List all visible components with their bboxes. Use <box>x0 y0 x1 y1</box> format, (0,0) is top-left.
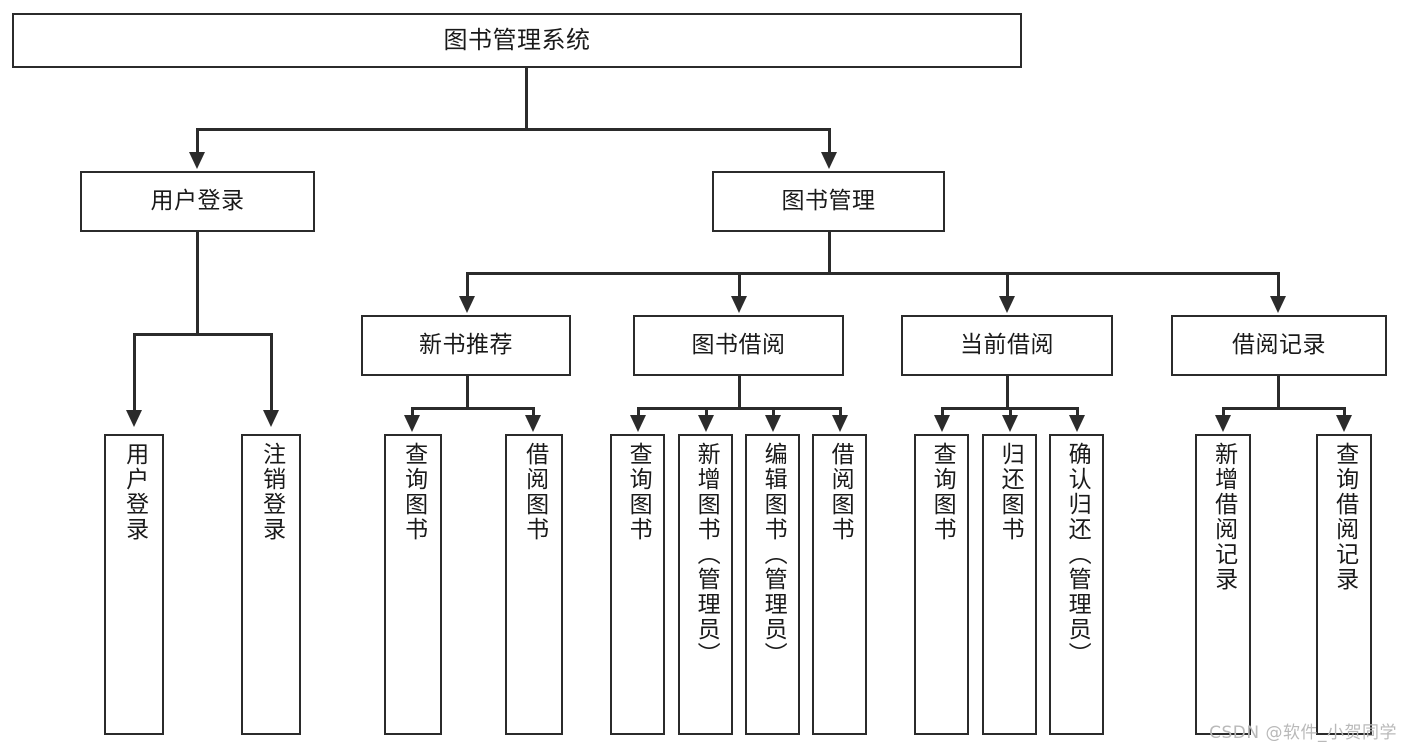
connector-root-bus <box>196 128 830 131</box>
arrowhead-cb-leaf-2 <box>1002 415 1018 432</box>
connector-to-current-borrow <box>1006 272 1009 298</box>
node-label: 借阅图书 <box>827 442 854 542</box>
leaf-br-query-record[interactable]: 查询借阅记录 <box>1316 434 1372 735</box>
node-book-management[interactable]: 图书管理 <box>712 171 945 232</box>
node-label: 新增图书（管理员） <box>693 442 720 667</box>
connector-current-borrow-stem <box>1006 376 1009 407</box>
node-label: 图书借阅 <box>691 331 786 358</box>
connector-to-borrow-record <box>1277 272 1280 298</box>
connector-user-login-bus <box>133 333 273 336</box>
leaf-cb-return-book[interactable]: 归还图书 <box>982 434 1037 735</box>
node-root-system[interactable]: 图书管理系统 <box>12 13 1022 68</box>
leaf-br-add-record[interactable]: 新增借阅记录 <box>1195 434 1251 735</box>
node-borrow-record[interactable]: 借阅记录 <box>1171 315 1387 376</box>
node-label: 新书推荐 <box>419 331 513 358</box>
connector-cb-leaf-3 <box>1076 407 1079 419</box>
arrowhead-cb-leaf-3 <box>1069 415 1085 432</box>
arrowhead-leaf-user-login <box>126 410 142 427</box>
leaf-bb-edit-book-admin[interactable]: 编辑图书（管理员） <box>745 434 800 735</box>
node-label: 确认归还（管理员） <box>1064 442 1091 667</box>
connector-book-manage-bus <box>466 272 1277 275</box>
node-label: 注销登录 <box>258 442 285 542</box>
connector-bb-leaf-4 <box>839 407 842 419</box>
arrowhead-current-borrow <box>999 296 1015 313</box>
arrowhead-bb-leaf-2 <box>698 415 714 432</box>
node-label: 查询图书 <box>929 442 956 542</box>
leaf-bb-borrow-book[interactable]: 借阅图书 <box>812 434 867 735</box>
node-label: 图书管理系统 <box>443 26 591 55</box>
connector-user-login-leaf-1 <box>133 333 136 414</box>
node-new-book-recommend[interactable]: 新书推荐 <box>361 315 571 376</box>
arrowhead-borrow-record <box>1270 296 1286 313</box>
leaf-user-login[interactable]: 用户登录 <box>104 434 164 735</box>
connector-cb-leaf-1 <box>941 407 944 419</box>
arrowhead-bb-leaf-1 <box>630 415 646 432</box>
node-label: 借阅图书 <box>521 442 548 542</box>
leaf-cb-confirm-return-admin[interactable]: 确认归还（管理员） <box>1049 434 1104 735</box>
connector-book-borrow-stem <box>738 376 741 407</box>
leaf-nb-borrow-book[interactable]: 借阅图书 <box>505 434 563 735</box>
arrowhead-book-borrow <box>731 296 747 313</box>
arrowhead-leaf-logout <box>263 410 279 427</box>
arrowhead-bb-leaf-4 <box>832 415 848 432</box>
arrowhead-nb-leaf-2 <box>525 415 541 432</box>
node-label: 查询图书 <box>400 442 427 542</box>
connector-cb-leaf-2 <box>1009 407 1012 419</box>
node-label: 编辑图书（管理员） <box>760 442 787 667</box>
node-label: 查询借阅记录 <box>1331 442 1358 592</box>
leaf-cb-query-book[interactable]: 查询图书 <box>914 434 969 735</box>
connector-br-leaf-1 <box>1222 407 1225 419</box>
node-label: 用户登录 <box>150 187 245 214</box>
connector-to-book-borrow <box>738 272 741 298</box>
node-label: 当前借阅 <box>960 331 1054 358</box>
connector-br-leaf-2 <box>1343 407 1346 419</box>
connector-new-book-leaf-2 <box>532 407 535 419</box>
arrowhead-br-leaf-1 <box>1215 415 1231 432</box>
connector-borrow-record-stem <box>1277 376 1280 407</box>
arrowhead-br-leaf-2 <box>1336 415 1352 432</box>
node-label: 借阅记录 <box>1232 331 1326 358</box>
node-label: 用户登录 <box>121 442 148 542</box>
connector-book-borrow-bus <box>637 407 842 410</box>
arrowhead-bb-leaf-3 <box>765 415 781 432</box>
node-label: 归还图书 <box>997 442 1024 542</box>
node-label: 查询图书 <box>625 442 652 542</box>
connector-new-book-bus <box>411 407 535 410</box>
arrowhead-user-login <box>189 152 205 169</box>
leaf-nb-query-book[interactable]: 查询图书 <box>384 434 442 735</box>
node-book-borrow[interactable]: 图书借阅 <box>633 315 844 376</box>
arrowhead-new-book <box>459 296 475 313</box>
connector-to-new-book <box>466 272 469 298</box>
node-user-login[interactable]: 用户登录 <box>80 171 315 232</box>
connector-user-login-stem <box>196 232 199 333</box>
leaf-bb-query-book[interactable]: 查询图书 <box>610 434 665 735</box>
arrowhead-book-manage <box>821 152 837 169</box>
connector-to-user-login <box>196 128 199 156</box>
connector-new-book-stem <box>466 376 469 407</box>
arrowhead-cb-leaf-1 <box>934 415 950 432</box>
connector-bb-leaf-3 <box>772 407 775 419</box>
connector-book-manage-stem <box>828 232 831 272</box>
leaf-logout[interactable]: 注销登录 <box>241 434 301 735</box>
node-label: 图书管理 <box>781 187 876 214</box>
connector-new-book-leaf-1 <box>411 407 414 419</box>
connector-user-login-leaf-2 <box>270 333 273 414</box>
node-current-borrow[interactable]: 当前借阅 <box>901 315 1113 376</box>
connector-to-book-manage <box>828 128 831 156</box>
connector-root-stem <box>525 68 528 128</box>
csdn-watermark: CSDN @软件_小贺同学 <box>1209 723 1397 743</box>
connector-borrow-record-bus <box>1222 407 1346 410</box>
arrowhead-nb-leaf-1 <box>404 415 420 432</box>
connector-bb-leaf-1 <box>637 407 640 419</box>
node-label: 新增借阅记录 <box>1210 442 1237 592</box>
connector-bb-leaf-2 <box>705 407 708 419</box>
leaf-bb-add-book-admin[interactable]: 新增图书（管理员） <box>678 434 733 735</box>
